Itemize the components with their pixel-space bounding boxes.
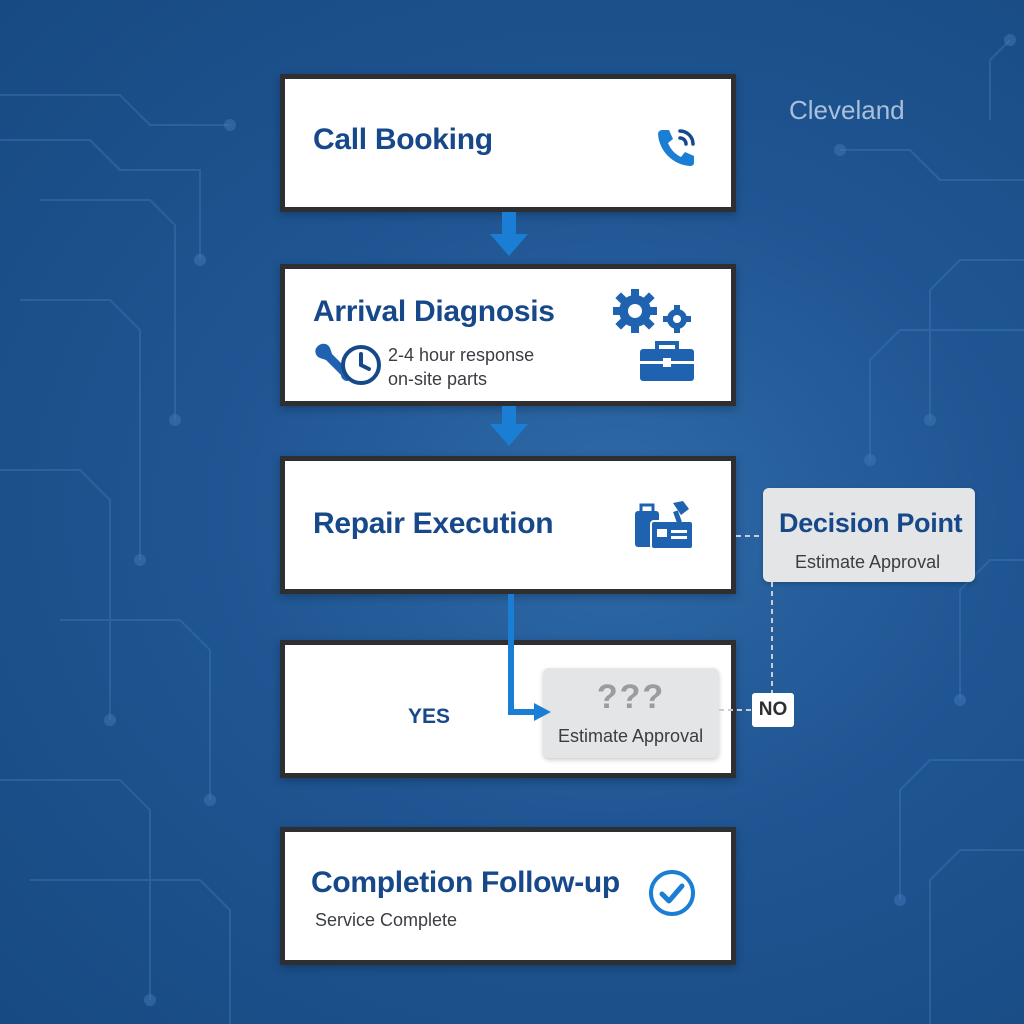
decision-title: Decision Point <box>779 508 963 538</box>
gears-icon <box>613 289 691 333</box>
no-label: NO <box>752 693 794 727</box>
step-title: Call Booking <box>313 123 493 156</box>
decision-point-card: Decision Point Estimate Approval <box>763 488 975 582</box>
step-subtitle: Service Complete <box>315 910 458 930</box>
check-circle-icon <box>649 870 695 916</box>
step-completion-follow-up: Completion Follow-up Service Complete <box>280 827 736 965</box>
step-repair-execution: Repair Execution <box>280 456 736 594</box>
detail-parts: on-site parts <box>388 369 488 389</box>
step-call-booking: Call Booking <box>280 74 736 212</box>
toolbox-icon <box>640 341 694 381</box>
detail-response-time: 2-4 hour response <box>388 345 535 365</box>
toolbox-icon <box>635 501 694 550</box>
step-title: Arrival Diagnosis <box>313 295 555 328</box>
estimate-approval-card: ??? Estimate Approval <box>543 668 719 758</box>
question-marks-icon: ??? <box>596 678 666 716</box>
phone-icon <box>658 129 695 166</box>
flow-arrow-down <box>490 212 528 256</box>
step-title: Completion Follow-up <box>311 866 620 899</box>
step-title: Repair Execution <box>313 507 554 540</box>
location-label: Cleveland <box>789 95 905 125</box>
step-arrival-diagnosis: Arrival Diagnosis 2-4 hour response on-s… <box>280 264 736 406</box>
estimate-approval-label: Estimate Approval <box>558 726 704 746</box>
flow-arrow-down <box>490 406 528 446</box>
decision-subtitle: Estimate Approval <box>795 552 941 572</box>
wrench-clock-icon <box>315 343 381 385</box>
yes-label: YES <box>408 705 451 728</box>
